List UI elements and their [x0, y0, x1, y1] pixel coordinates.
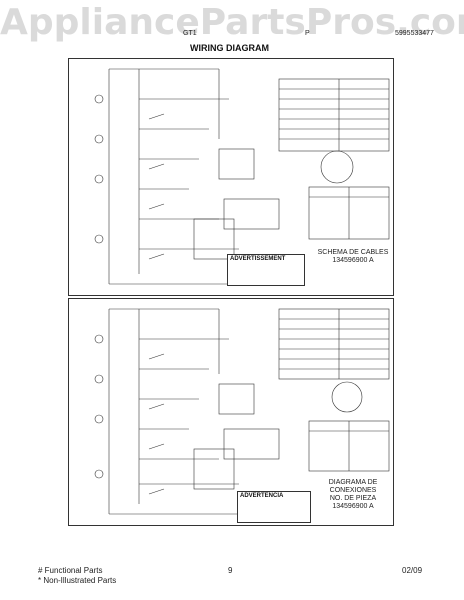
caption-2-line2: CONEXIONES — [329, 487, 377, 494]
part-number: 5995533477 — [395, 30, 434, 37]
footer-date: 02/09 — [402, 566, 423, 575]
footer-non-illustrated-parts: * Non-Illustrated Parts — [38, 576, 117, 585]
warning-title-2: ADVERTENCIA — [240, 493, 284, 499]
wiring-schematic-2 — [94, 308, 390, 515]
model-number-mid: P — [305, 30, 310, 37]
model-number-left: GT1 — [183, 30, 197, 37]
diagram-caption-1: SCHEMA DE CABLES 134596900 A — [317, 249, 389, 265]
page-title: WIRING DIAGRAM — [190, 43, 269, 53]
warning-label-2: ADVERTENCIA — [237, 491, 311, 523]
caption-2-line1: DIAGRAMA DE — [328, 479, 378, 486]
caption-1-line1: SCHEMA DE CABLES — [317, 249, 389, 256]
wiring-schematic-1 — [94, 68, 390, 285]
caption-1-line2: 134596900 A — [332, 257, 374, 264]
wiring-diagram-spanish: ADVERTENCIA DIAGRAMA DE CONEXIONES NO. D… — [68, 298, 394, 526]
caption-2-line4: 134596900 A — [332, 503, 374, 510]
footer-functional-parts: # Functional Parts — [38, 566, 103, 575]
wiring-diagram-english: ADVERTISSEMENT SCHEMA DE CABLES 13459690… — [68, 58, 394, 296]
page-number: 9 — [228, 566, 233, 575]
caption-2-line3: NO. DE PIEZA — [329, 495, 377, 502]
warning-title-1: ADVERTISSEMENT — [230, 256, 286, 262]
diagram-caption-2: DIAGRAMA DE CONEXIONES NO. DE PIEZA 1345… — [317, 479, 389, 511]
warning-label-1: ADVERTISSEMENT — [227, 254, 305, 286]
watermark-logo: AppliancePartsPros.com — [0, 2, 464, 43]
